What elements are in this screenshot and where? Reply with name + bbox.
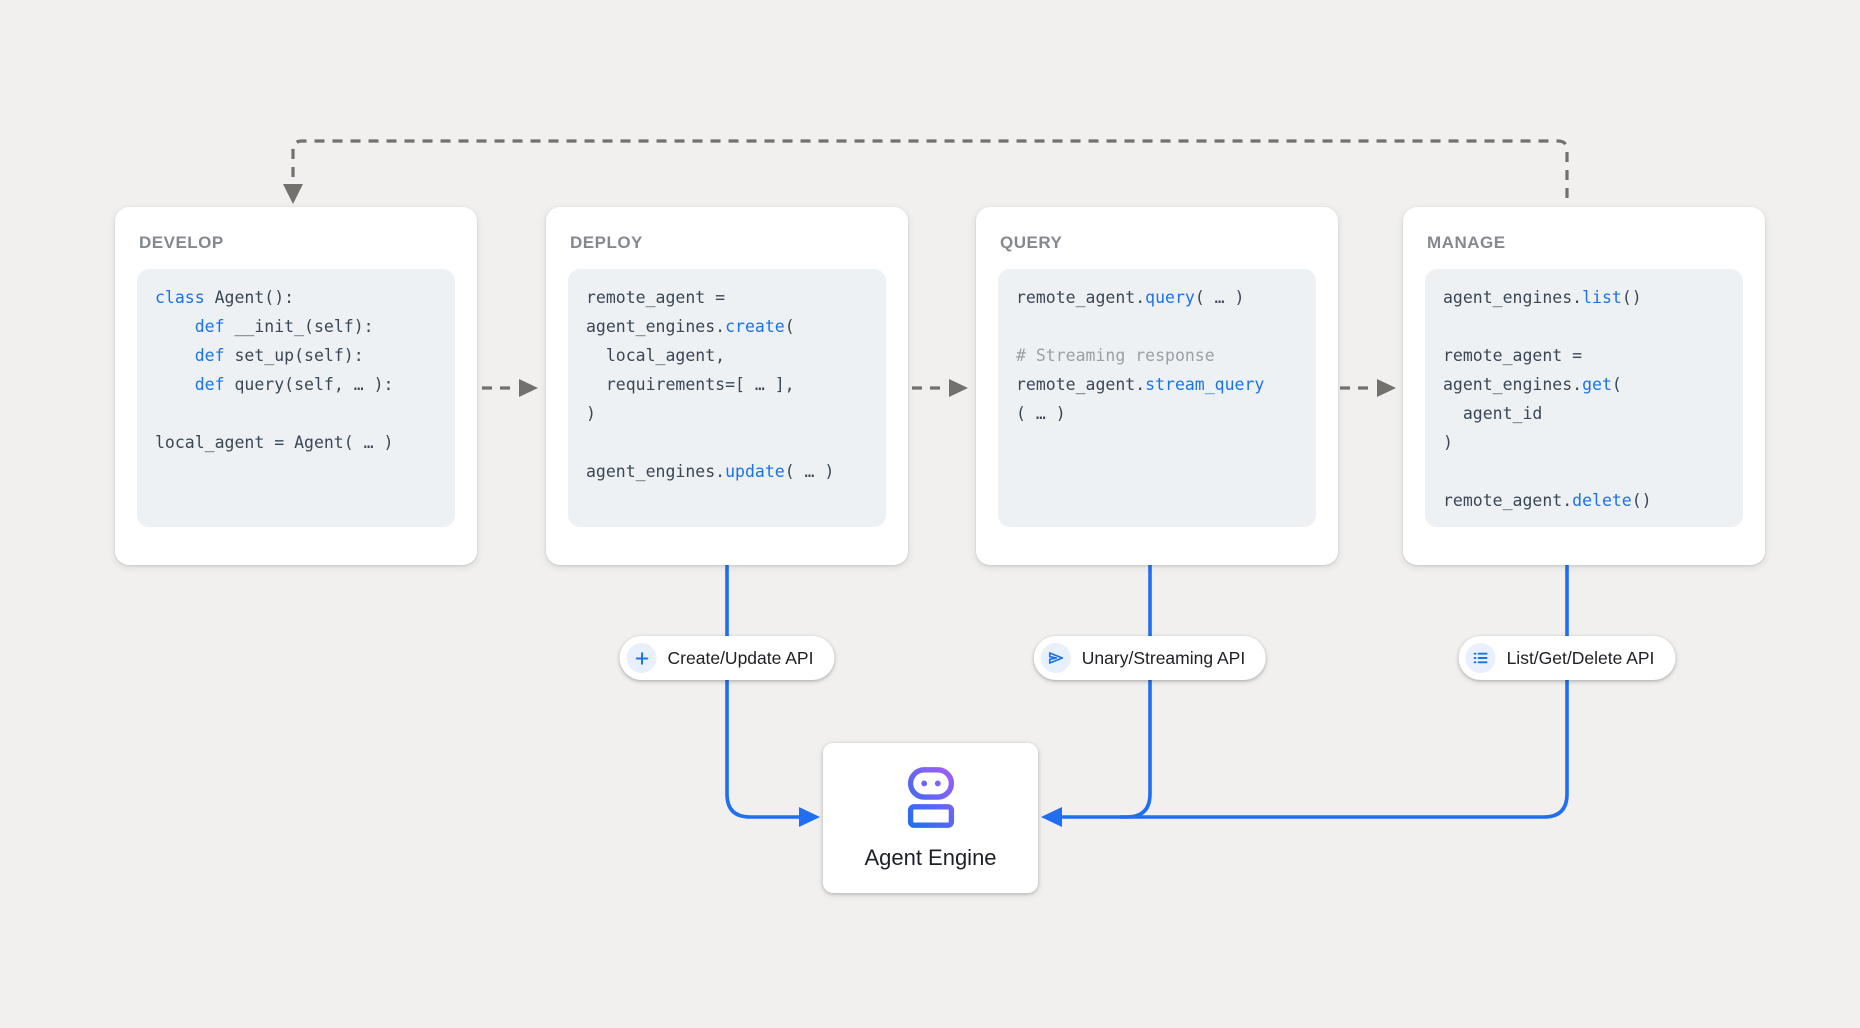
badge-create-update-api-label: Create/Update API — [667, 647, 814, 668]
manage-to-develop-dashed-line — [291, 139, 1569, 198]
develop-to-deploy-arrowhead — [519, 379, 538, 397]
list-icon — [1465, 643, 1496, 673]
deploy-to-engine-line — [725, 564, 799, 819]
agent-engine-node: Agent Engine — [823, 743, 1038, 893]
card-deploy-title: DEPLOY — [570, 233, 643, 252]
engine-left-arrowhead — [799, 807, 820, 827]
card-deploy: DEPLOY remote_agent =agent_engines.creat… — [546, 207, 908, 565]
card-manage-title: MANAGE — [1427, 233, 1506, 252]
card-develop-title: DEVELOP — [139, 233, 224, 252]
code-block-query: remote_agent.query( … ) # Streaming resp… — [998, 269, 1316, 527]
engine-right-arrowhead — [1041, 807, 1062, 827]
badge-list-get-delete-api: List/Get/Delete API — [1458, 636, 1676, 680]
query-to-engine-line — [1120, 564, 1152, 819]
badge-unary-streaming-api: Unary/Streaming API — [1033, 636, 1267, 680]
badge-list-get-delete-api-label: List/Get/Delete API — [1506, 647, 1655, 668]
card-query: QUERY remote_agent.query( … ) # Streamin… — [976, 207, 1338, 565]
send-icon — [1040, 643, 1071, 673]
query-to-manage-arrowhead — [1377, 379, 1396, 397]
code-block-manage: agent_engines.list() remote_agent =agent… — [1425, 269, 1743, 527]
code-block-deploy: remote_agent =agent_engines.create( loca… — [568, 269, 886, 527]
badge-create-update-api: Create/Update API — [619, 636, 835, 680]
card-query-title: QUERY — [1000, 233, 1063, 252]
robot-icon — [899, 765, 963, 838]
code-block-develop: class Agent(): def __init_(self): def se… — [137, 269, 455, 527]
badge-unary-streaming-api-label: Unary/Streaming API — [1081, 647, 1246, 668]
plus-icon — [626, 643, 657, 673]
deploy-to-query-arrowhead — [949, 379, 968, 397]
card-manage: MANAGE agent_engines.list() remote_agent… — [1403, 207, 1765, 565]
agent-engine-label: Agent Engine — [864, 845, 997, 870]
develop-dashed-arrowhead — [283, 184, 303, 204]
manage-to-engine-line — [1062, 564, 1569, 819]
card-develop: DEVELOP class Agent(): def __init_(self)… — [115, 207, 477, 565]
